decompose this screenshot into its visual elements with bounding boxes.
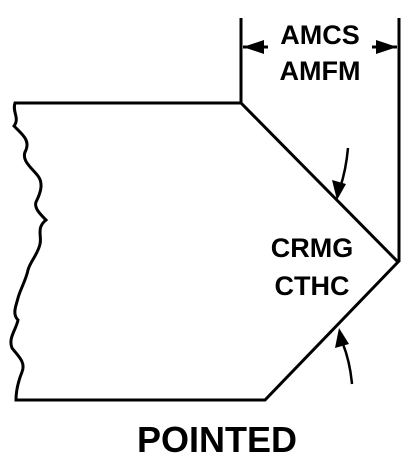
dimension-label-bottom: AMFM <box>280 56 361 86</box>
angle-arrowhead-upper <box>332 180 346 200</box>
tip-label-bottom: CTHC <box>275 271 350 301</box>
dimension-arrowhead-left <box>243 40 264 54</box>
tip-label-top: CRMG <box>271 233 354 263</box>
angle-arc-lower <box>341 343 354 385</box>
angle-arc-upper <box>338 147 350 189</box>
part-outline <box>9 101 401 402</box>
angle-arrowhead-lower <box>335 328 349 348</box>
dimension-label-top: AMCS <box>280 20 360 50</box>
dimension-arrowhead-right <box>376 40 397 54</box>
figure-caption: POINTED <box>137 419 297 460</box>
